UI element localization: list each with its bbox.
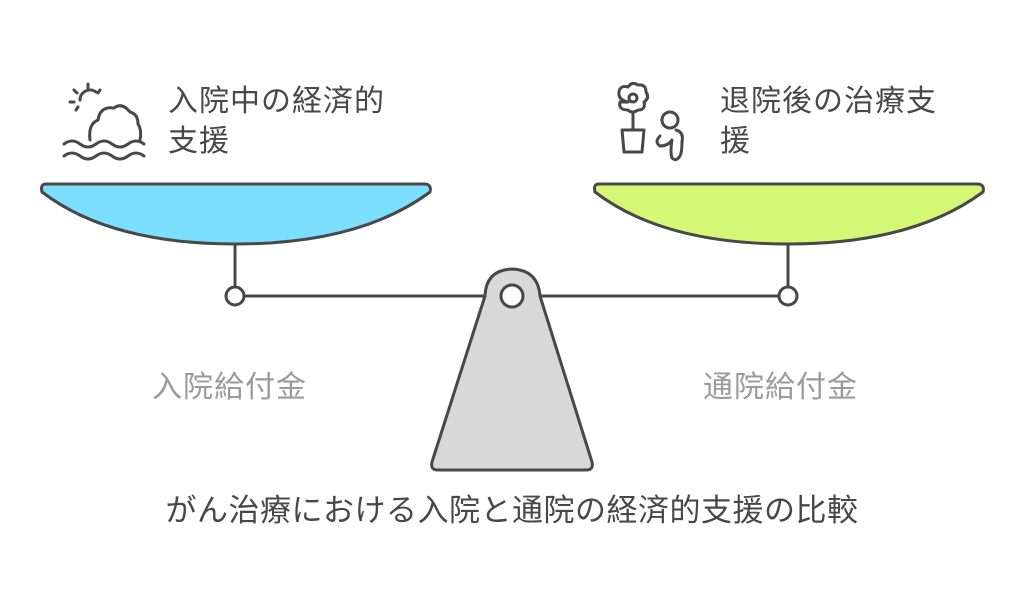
left-heading-line1: 入院中の経済的 bbox=[168, 84, 385, 119]
sun-cloud-waves-icon bbox=[62, 82, 146, 161]
right-pan bbox=[593, 182, 985, 246]
right-sublabel: 通院給付金 bbox=[703, 370, 858, 405]
plant-person-icon bbox=[617, 82, 684, 162]
right-heading-line1: 退院後の治療支 bbox=[720, 84, 937, 119]
right-heading-line2: 援 bbox=[720, 124, 751, 159]
left-sublabel: 入院給付金 bbox=[152, 370, 307, 405]
left-pan bbox=[40, 182, 432, 246]
right-heading: 退院後の治療支 援 bbox=[720, 82, 980, 162]
left-heading-line2: 支援 bbox=[168, 124, 230, 159]
left-pivot bbox=[224, 285, 246, 307]
fulcrum bbox=[430, 267, 594, 472]
right-pivot bbox=[777, 285, 799, 307]
left-heading: 入院中の経済的 支援 bbox=[168, 82, 428, 162]
diagram-title: がん治療における入院と通院の経済的支援の比較 bbox=[165, 493, 859, 529]
fulcrum-pivot bbox=[499, 283, 525, 309]
